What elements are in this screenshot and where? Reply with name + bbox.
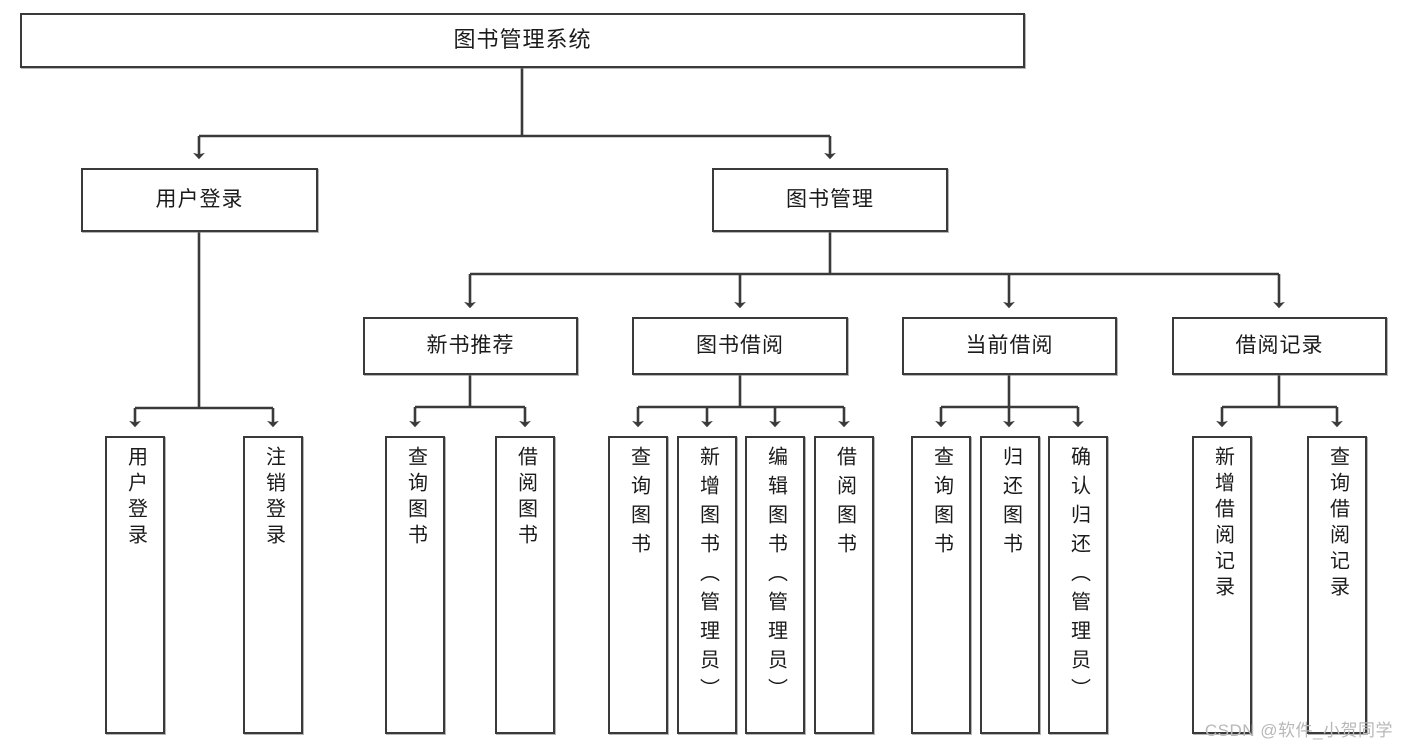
leaf-label: 归还图书	[999, 446, 1022, 562]
leaf-borrow-book-rec[interactable]: 借阅图书	[495, 436, 555, 734]
leaf-label: 编辑图书（管理员）	[764, 446, 787, 707]
watermark: CSDN @软件_小贺同学	[1204, 721, 1393, 740]
leaf-label: 新增图书（管理员）	[696, 446, 719, 707]
node-current-borrow[interactable]: 当前借阅	[902, 317, 1117, 375]
leaf-query-book-current[interactable]: 查询图书	[911, 436, 971, 734]
leaf-label: 查询图书	[404, 446, 427, 550]
leaf-label: 新增借阅记录	[1211, 446, 1234, 602]
leaf-label: 注销登录	[262, 446, 285, 550]
leaf-label: 查询图书	[627, 446, 650, 562]
leaf-confirm-return-admin[interactable]: 确认归还（管理员）	[1048, 436, 1108, 734]
node-label: 图书管理	[786, 188, 874, 212]
node-label: 图书借阅	[696, 334, 784, 358]
leaf-add-book-admin[interactable]: 新增图书（管理员）	[677, 436, 737, 734]
leaf-label: 查询图书	[930, 446, 953, 562]
node-user-login[interactable]: 用户登录	[81, 168, 318, 232]
node-label: 借阅记录	[1235, 334, 1324, 358]
node-root-system[interactable]: 图书管理系统	[20, 13, 1025, 68]
node-label: 当前借阅	[965, 334, 1054, 358]
leaf-return-book[interactable]: 归还图书	[980, 436, 1040, 734]
node-borrow-record[interactable]: 借阅记录	[1172, 317, 1387, 375]
leaf-user-login[interactable]: 用户登录	[105, 436, 165, 734]
leaf-label: 用户登录	[124, 446, 147, 550]
leaf-borrow-book[interactable]: 借阅图书	[814, 436, 874, 734]
node-label: 新书推荐	[426, 334, 515, 358]
leaf-query-borrow-record[interactable]: 查询借阅记录	[1307, 436, 1367, 734]
node-book-borrow[interactable]: 图书借阅	[632, 317, 848, 375]
leaf-label: 确认归还（管理员）	[1067, 446, 1090, 707]
node-book-management[interactable]: 图书管理	[712, 168, 948, 232]
leaf-label: 借阅图书	[514, 446, 537, 550]
node-new-book-recommend[interactable]: 新书推荐	[363, 317, 578, 375]
leaf-query-book-borrow[interactable]: 查询图书	[608, 436, 668, 734]
leaf-logout[interactable]: 注销登录	[243, 436, 303, 734]
node-label: 图书管理系统	[453, 27, 592, 53]
leaf-label: 查询借阅记录	[1326, 446, 1349, 602]
leaf-query-book-rec[interactable]: 查询图书	[385, 436, 445, 734]
leaf-add-borrow-record[interactable]: 新增借阅记录	[1192, 436, 1252, 734]
node-label: 用户登录	[155, 188, 244, 212]
leaf-label: 借阅图书	[833, 446, 856, 562]
leaf-edit-book-admin[interactable]: 编辑图书（管理员）	[745, 436, 805, 734]
